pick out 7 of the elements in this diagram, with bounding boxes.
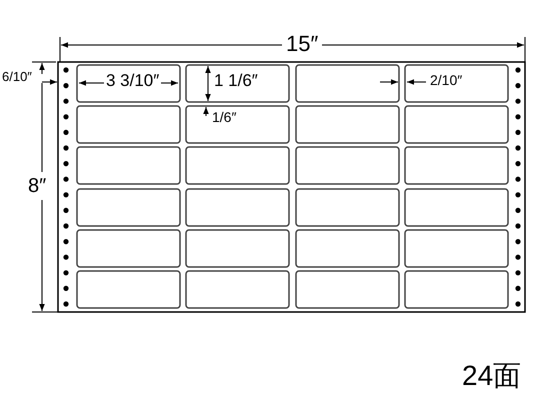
dimension-label: 2/10″: [430, 73, 462, 87]
dimension-label: 1 1/6″: [214, 72, 258, 89]
dimension-label: 24面: [462, 362, 522, 390]
dimension-label: 6/10″: [2, 70, 32, 83]
dimension-label: 3 3/10″: [104, 72, 162, 89]
dimension-label: 1/6″: [212, 110, 236, 124]
dimension-label: 8″: [28, 172, 46, 200]
